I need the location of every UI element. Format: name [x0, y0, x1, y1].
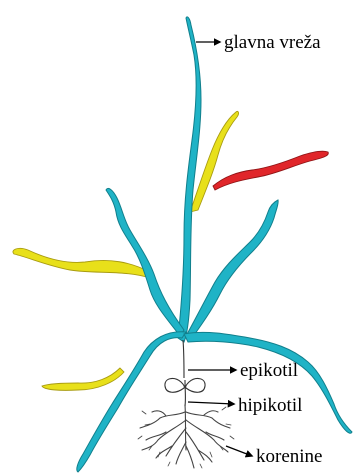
label-main-runner: glavna vreža [224, 32, 321, 53]
arrow-right-icon [226, 446, 252, 456]
label-epicotyl: epikotil [240, 360, 298, 381]
yellow-branch-left [13, 248, 150, 278]
roots [138, 405, 234, 468]
root-branch [156, 428, 186, 458]
epicotyl-stem [183, 340, 184, 378]
arrow-right-icon [188, 402, 234, 404]
main-runner [178, 17, 201, 342]
cotyledon-left [165, 379, 184, 393]
yellow-branches [13, 111, 239, 390]
yellow-branch-bottom [42, 368, 124, 390]
red-branch [213, 151, 328, 190]
labels: glavna vreža epikotil hipikotil korenine [188, 32, 322, 467]
lower-right-runner [184, 332, 352, 433]
cotyledon-right [186, 379, 205, 393]
label-hypocotyl: hipikotil [238, 395, 302, 416]
seed-cotyledon-icon [165, 340, 205, 406]
root-branch [186, 432, 212, 462]
right-runner [186, 200, 278, 338]
label-roots: korenine [256, 446, 322, 467]
root-branch [176, 442, 194, 468]
